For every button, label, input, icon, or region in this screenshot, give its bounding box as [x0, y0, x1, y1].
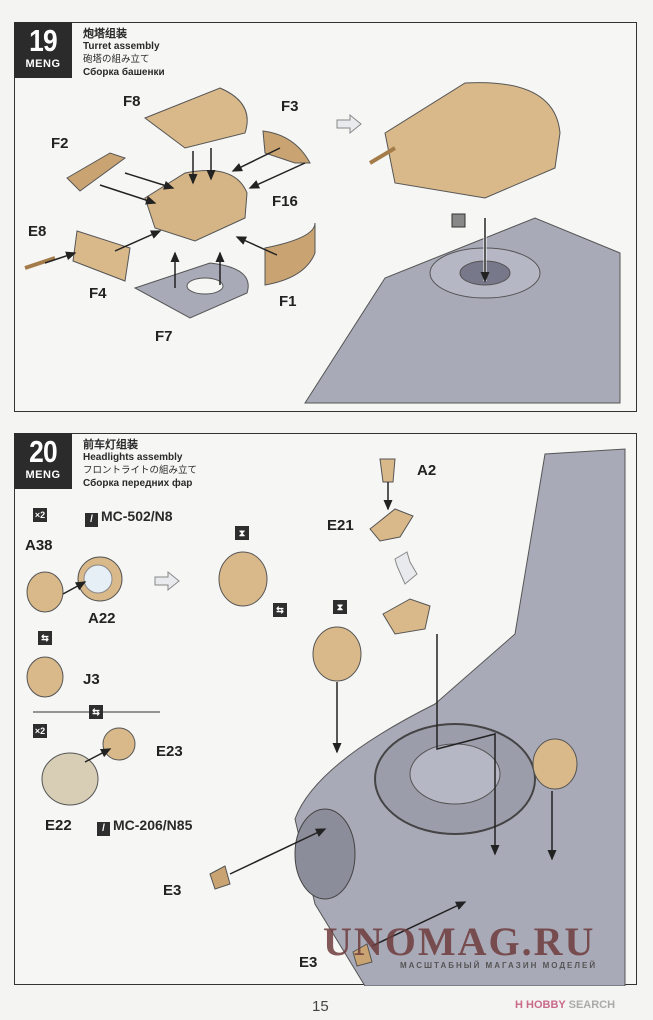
step-20-panel: 20 MENG 前车灯组装 Headlights assembly フロントライ… — [14, 433, 637, 986]
title-ru: Сборка башенки — [83, 67, 165, 78]
label-f1: F1 — [279, 293, 297, 310]
paint-brush-icon: / — [97, 822, 110, 836]
part-j3-shape — [26, 656, 64, 698]
source-badge-text-a: HOBBY — [526, 999, 566, 1011]
label-e22: E22 — [45, 817, 72, 834]
label-f4: F4 — [89, 285, 107, 302]
vehicle-hull — [304, 217, 621, 404]
step-number-badge: 20 MENG — [14, 433, 72, 489]
label-e8: E8 — [28, 223, 47, 240]
label-a2: A2 — [417, 462, 437, 479]
alternative-icon: ⇆ — [89, 705, 103, 719]
part-e3-shape-2 — [352, 943, 373, 967]
paint-callout-mc502: /MC-502/N8 — [85, 508, 173, 527]
part-e21-assembled — [382, 598, 431, 635]
part-f2-shape — [66, 152, 127, 192]
label-e3-2: E3 — [299, 954, 318, 971]
glue-icon: ⧗ — [235, 526, 249, 540]
rotate-lock-icon — [451, 213, 466, 228]
part-f8-shape — [143, 87, 248, 149]
part-e3-shape — [209, 865, 231, 890]
step-number: 20 — [29, 434, 57, 469]
arrow-next-icon — [154, 570, 180, 592]
title-en: Turret assembly — [83, 41, 160, 52]
title-ru: Сборка передних фар — [83, 478, 193, 489]
source-badge: H HOBBY SEARCH — [515, 999, 615, 1011]
label-a38: A38 — [25, 537, 53, 554]
arrow-down-icon — [394, 551, 418, 585]
headlight-assembled-left — [218, 551, 268, 607]
meng-logo: MENG — [25, 469, 61, 481]
label-f7: F7 — [155, 328, 173, 345]
part-e21-shape — [369, 508, 414, 542]
step-titles: 前车灯组装 Headlights assembly フロントライトの組み立て С… — [83, 438, 197, 490]
label-f3: F3 — [281, 98, 299, 115]
alternative-icon: ⇆ — [273, 603, 287, 617]
part-e22-shape — [41, 752, 99, 806]
title-zh: 前车灯组装 — [83, 438, 138, 451]
part-f4-shape — [72, 230, 131, 282]
title-en: Headlights assembly — [83, 452, 183, 463]
times-two-icon: ×2 — [33, 508, 47, 522]
title-zh: 炮塔组装 — [83, 27, 127, 40]
label-f2: F2 — [51, 135, 69, 152]
paint-brush-icon: / — [85, 513, 98, 527]
headlight-assembled-right — [312, 626, 362, 682]
part-e23-shape — [102, 727, 136, 761]
paint-code: MC-502/N8 — [101, 508, 173, 524]
vehicle-hull — [294, 448, 626, 986]
assembled-turret — [384, 82, 561, 199]
label-e23: E23 — [156, 743, 183, 760]
label-a22: A22 — [88, 610, 116, 627]
label-f16: F16 — [272, 193, 298, 210]
title-ja: フロントライトの組み立て — [83, 465, 198, 476]
hobbysearch-logo-icon: H — [515, 999, 523, 1011]
label-f8: F8 — [123, 93, 141, 110]
part-f1-shape — [264, 222, 316, 286]
step-number-badge: 19 MENG — [14, 22, 72, 78]
headlights-exploded-diagram — [26, 448, 626, 986]
label-j3: J3 — [83, 671, 100, 688]
arrow-next-icon — [336, 113, 362, 135]
meng-logo: MENG — [25, 58, 61, 70]
times-two-icon: ×2 — [33, 724, 47, 738]
part-a38-shape — [26, 571, 64, 613]
step-number: 19 — [29, 23, 57, 58]
alternative-icon: ⇆ — [38, 631, 52, 645]
label-e21: E21 — [327, 517, 354, 534]
label-e3: E3 — [163, 882, 182, 899]
headlight-on-hull — [532, 738, 578, 790]
part-f3-shape — [262, 130, 311, 164]
part-a2-shape — [379, 458, 396, 483]
source-badge-text-b: SEARCH — [565, 999, 616, 1011]
turret-exploded-diagram — [24, 82, 621, 404]
paint-callout-mc206: /MC-206/N85 — [97, 817, 192, 836]
title-ja: 砲塔の組み立て — [83, 54, 150, 65]
watermark-main: UNOMAG.RU — [323, 919, 596, 964]
page-number: 15 — [312, 998, 329, 1015]
watermark-sub: МАСШТАБНЫЙ МАГАЗИН МОДЕЛЕЙ — [400, 961, 598, 970]
step-titles: 炮塔组装 Turret assembly 砲塔の組み立て Сборка баше… — [83, 27, 165, 79]
step-19-panel: 19 MENG 炮塔组装 Turret assembly 砲塔の組み立て Сбо… — [14, 22, 637, 412]
part-f16-shape — [144, 170, 248, 242]
glue-icon: ⧗ — [333, 600, 347, 614]
paint-code: MC-206/N85 — [113, 817, 193, 833]
